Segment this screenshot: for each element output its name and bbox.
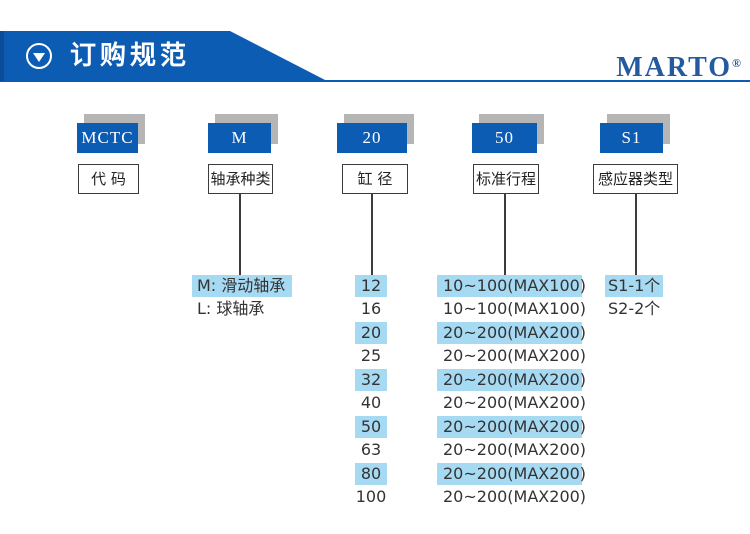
code-box-sensor: S1 <box>600 123 663 153</box>
connector-line-stroke <box>504 194 506 275</box>
bore-option-item: 80 <box>355 462 387 485</box>
label-box-sensor: 感应器类型 <box>593 164 678 194</box>
sensor-option-item: S1-1个 <box>605 275 663 297</box>
label-box-stroke: 标准行程 <box>473 164 539 194</box>
sensor-option-item: S2-2个 <box>608 299 661 319</box>
code-box-bore: 20 <box>337 123 407 153</box>
section-title: 订购规范 <box>70 41 191 71</box>
bearing-option-item: M: 滑动轴承 <box>192 275 292 297</box>
code-box-stroke: 50 <box>472 123 537 153</box>
stroke-option-item: 10~100(MAX100) <box>437 275 586 297</box>
bore-option-item: 25 <box>360 346 382 366</box>
brand-logo: MARTO® <box>616 49 741 82</box>
stroke-option-item: 20~200(MAX200) <box>443 393 587 413</box>
code-box-series: MCTC <box>77 123 138 153</box>
stroke-option-item: 20~200(MAX200) <box>437 462 586 485</box>
stroke-option-item: 20~200(MAX200) <box>443 440 587 460</box>
brand-name: MARTO <box>616 52 733 83</box>
stroke-option-item: 20~200(MAX200) <box>437 368 586 391</box>
bore-option-item: 40 <box>360 393 382 413</box>
bore-option-item: 63 <box>360 440 382 460</box>
code-box-bearing: M <box>208 123 271 153</box>
bore-option-item: 100 <box>355 487 387 507</box>
connector-line-bearing <box>239 194 241 275</box>
bore-option-item: 20 <box>355 321 387 344</box>
bore-option-item: 12 <box>355 275 387 297</box>
stroke-option-item: 20~200(MAX200) <box>437 321 586 344</box>
connector-line-bore <box>371 194 373 275</box>
bore-option-item: 16 <box>360 299 382 319</box>
triangle-down-icon <box>33 52 45 62</box>
label-box-series: 代 码 <box>78 164 139 194</box>
bore-option-item: 50 <box>355 415 387 438</box>
header-divider-line <box>0 80 750 82</box>
triangle-down-circle-icon <box>26 43 52 69</box>
stroke-option-item: 10~100(MAX100) <box>443 299 587 319</box>
registered-trademark-icon: ® <box>732 56 741 70</box>
stroke-option-item: 20~200(MAX200) <box>443 346 587 366</box>
bearing-option-item: L: 球轴承 <box>197 299 265 319</box>
connector-line-sensor <box>635 194 637 275</box>
bore-option-item: 32 <box>355 368 387 391</box>
section-header-banner: 订购规范 <box>0 31 327 81</box>
stroke-option-item: 20~200(MAX200) <box>437 415 586 438</box>
stroke-option-item: 20~200(MAX200) <box>443 487 587 507</box>
label-box-bore: 缸 径 <box>342 164 408 194</box>
label-box-bearing: 轴承种类 <box>208 164 273 194</box>
